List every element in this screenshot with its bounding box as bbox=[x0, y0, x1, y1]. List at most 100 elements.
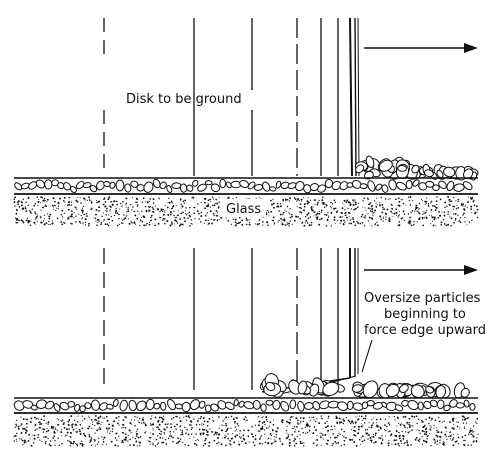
glass-stipple-dot bbox=[68, 218, 70, 220]
glass-stipple-dot bbox=[195, 433, 197, 435]
glass-stipple-dot bbox=[84, 221, 87, 224]
glass-stipple-dot bbox=[430, 202, 432, 204]
glass-stipple-dot bbox=[36, 214, 38, 216]
abrasive-particle bbox=[265, 399, 274, 406]
glass-stipple-dot bbox=[218, 218, 220, 221]
glass-stipple-dot bbox=[309, 425, 311, 427]
glass-stipple-dot bbox=[425, 433, 428, 436]
glass-stipple-dot bbox=[67, 424, 70, 426]
glass-stipple-dot bbox=[82, 205, 85, 208]
glass-stipple-dot bbox=[225, 424, 227, 427]
glass-stipple-dot bbox=[398, 435, 400, 438]
glass-stipple-dot bbox=[150, 216, 152, 219]
glass-stipple-dot bbox=[259, 196, 261, 198]
glass-stipple-dot bbox=[25, 429, 27, 431]
glass-stipple-dot bbox=[223, 424, 225, 426]
glass-stipple-dot bbox=[272, 203, 275, 205]
glass-stipple-dot bbox=[325, 426, 328, 429]
glass-stipple-dot bbox=[378, 204, 381, 207]
glass-stipple-dot bbox=[225, 217, 227, 219]
glass-stipple-dot bbox=[207, 205, 210, 207]
glass-stipple-dot bbox=[217, 437, 219, 439]
glass-stipple-dot bbox=[388, 220, 391, 223]
abrasive-particle bbox=[160, 401, 167, 411]
glass-stipple-dot bbox=[151, 415, 153, 417]
glass-stipple-dot bbox=[425, 431, 427, 434]
glass-stipple-dot bbox=[291, 223, 293, 225]
glass-stipple-dot bbox=[289, 418, 291, 420]
glass-stipple-dot bbox=[149, 198, 152, 200]
glass-stipple-dot bbox=[303, 203, 306, 206]
glass-stipple-dot bbox=[336, 436, 338, 439]
glass-stipple-dot bbox=[134, 415, 136, 418]
glass-stipple-dot bbox=[130, 220, 132, 222]
glass-stipple-dot bbox=[416, 206, 419, 209]
glass-stipple-dot bbox=[299, 434, 301, 436]
glass-stipple-dot bbox=[221, 437, 223, 439]
glass-stipple-dot bbox=[251, 425, 253, 428]
glass-stipple-dot bbox=[371, 218, 373, 220]
glass-stipple-dot bbox=[197, 418, 199, 420]
glass-stipple-dot bbox=[43, 199, 46, 202]
glass-stipple-dot bbox=[308, 429, 311, 432]
glass-stipple-dot bbox=[79, 442, 82, 445]
abrasive-particle bbox=[210, 403, 219, 412]
glass-stipple-dot bbox=[447, 223, 450, 226]
glass-stipple-dot bbox=[132, 206, 134, 208]
glass-stipple-dot bbox=[355, 423, 357, 425]
glass-stipple-dot bbox=[387, 199, 389, 201]
glass-stipple-dot bbox=[285, 429, 288, 432]
glass-stipple-dot bbox=[194, 206, 196, 209]
glass-stipple-dot bbox=[418, 438, 421, 440]
glass-stipple-dot bbox=[159, 428, 161, 430]
glass-stipple-dot bbox=[107, 429, 109, 431]
glass-stipple-dot bbox=[370, 426, 373, 428]
glass-stipple-dot bbox=[190, 222, 192, 225]
glass-stipple-dot bbox=[110, 440, 113, 443]
glass-stipple-dot bbox=[445, 427, 447, 429]
glass-stipple-dot bbox=[276, 202, 279, 205]
glass-stipple-dot bbox=[40, 216, 42, 218]
abrasive-particle bbox=[280, 400, 290, 412]
glass-stipple-dot bbox=[286, 198, 289, 201]
glass-stipple-dot bbox=[133, 419, 135, 421]
glass-stipple-dot bbox=[216, 219, 219, 222]
glass-stipple-dot bbox=[22, 221, 25, 224]
glass-stipple-dot bbox=[386, 208, 389, 211]
glass-stipple-dot bbox=[453, 436, 455, 439]
glass-stipple-dot bbox=[433, 218, 436, 221]
glass-stipple-dot bbox=[180, 203, 182, 205]
glass-stipple-dot bbox=[176, 423, 178, 426]
glass-stipple-dot bbox=[141, 220, 144, 223]
glass-stipple-dot bbox=[466, 224, 468, 226]
glass-stipple-dot bbox=[376, 418, 378, 421]
glass-stipple-dot bbox=[105, 427, 108, 430]
glass-stipple-dot bbox=[405, 204, 407, 206]
glass-stipple-dot bbox=[477, 433, 479, 435]
glass-stipple-dot bbox=[353, 208, 355, 211]
abrasive-particle bbox=[13, 400, 25, 411]
abrasive-particle bbox=[355, 164, 365, 174]
glass-stipple-dot bbox=[327, 415, 330, 418]
glass-stipple-dot bbox=[312, 206, 314, 208]
glass-stipple-dot bbox=[98, 210, 100, 212]
glass-stipple-dot bbox=[191, 223, 193, 225]
glass-stipple-dot bbox=[317, 201, 319, 204]
glass-stipple-dot bbox=[190, 219, 193, 221]
glass-stipple-dot bbox=[464, 205, 466, 208]
glass-stipple-dot bbox=[316, 217, 319, 220]
glass-stipple-dot bbox=[336, 421, 339, 424]
glass-stipple-dot bbox=[157, 222, 160, 225]
glass-stipple-dot bbox=[16, 419, 18, 422]
glass-stipple-dot bbox=[34, 424, 37, 426]
glass-stipple-dot bbox=[232, 218, 234, 221]
glass-stipple-dot bbox=[376, 197, 378, 199]
glass-stipple-dot bbox=[356, 220, 358, 223]
glass-stipple-dot bbox=[46, 213, 49, 215]
glass-stipple-dot bbox=[111, 219, 114, 222]
glass-stipple-dot bbox=[218, 196, 220, 198]
glass-stipple-dot bbox=[356, 419, 359, 421]
glass-stipple-dot bbox=[409, 431, 411, 433]
glass-stipple-dot bbox=[364, 417, 367, 420]
glass-stipple-dot bbox=[54, 440, 56, 442]
